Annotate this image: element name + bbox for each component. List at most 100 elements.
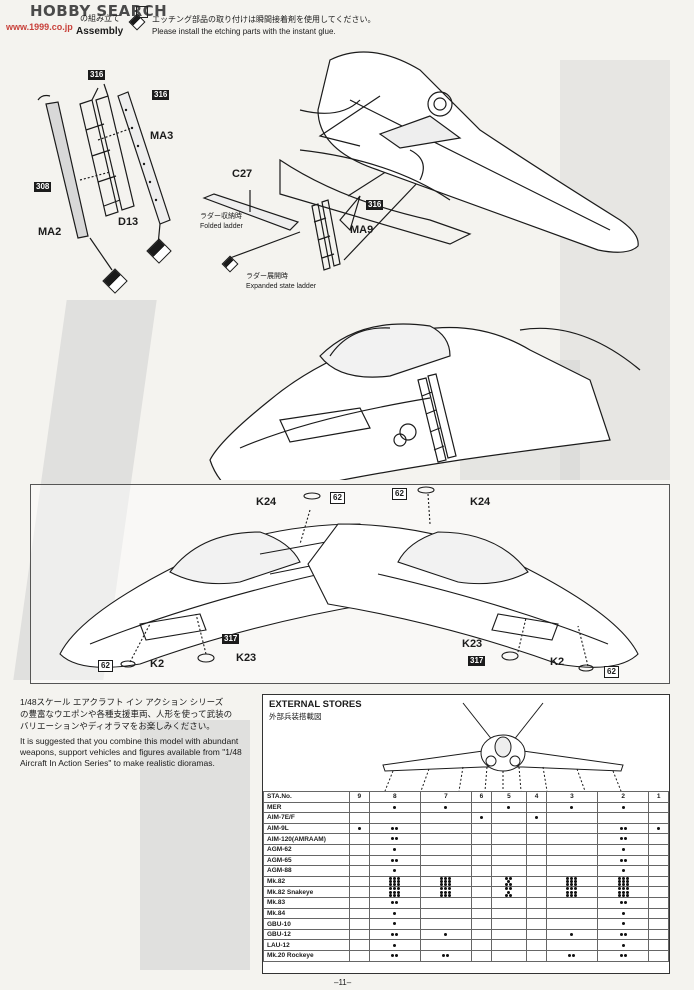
dot-marker xyxy=(397,879,401,883)
dot-marker xyxy=(395,932,399,936)
store-cell xyxy=(349,907,370,920)
station-4: 4 xyxy=(526,791,547,803)
dot-marker xyxy=(393,848,397,852)
dot-marker xyxy=(444,876,448,880)
label-k23-right: K23 xyxy=(462,638,483,650)
stores-row: Mk.82 Snakeye xyxy=(263,886,669,899)
store-cell xyxy=(490,928,528,941)
dot-marker xyxy=(444,890,448,894)
store-cell xyxy=(526,854,547,867)
store-cell xyxy=(368,801,421,814)
store-cell xyxy=(545,875,599,888)
stores-row: AGM-88 xyxy=(263,865,669,877)
store-cell xyxy=(526,875,547,888)
stores-row: AGM-65 xyxy=(263,854,669,867)
store-cell xyxy=(368,833,421,845)
page-number: –11– xyxy=(334,978,352,987)
sta-label: STA.No. xyxy=(263,791,350,803)
dot-marker xyxy=(621,893,625,897)
store-cell xyxy=(597,950,650,962)
store-cell xyxy=(648,886,669,899)
store-cell xyxy=(349,801,370,814)
dot-marker xyxy=(448,879,452,883)
step-title-jp: の組み立て xyxy=(80,14,120,23)
store-cell xyxy=(490,812,528,824)
store-cell xyxy=(471,833,492,845)
dot-marker xyxy=(395,826,399,830)
notice-en: Please install the etching parts with th… xyxy=(152,27,336,36)
label-c27: C27 xyxy=(232,168,253,180)
stores-row: AIM-120(AMRAAM) xyxy=(263,833,669,845)
store-cell xyxy=(368,854,421,867)
dot-marker xyxy=(440,876,444,880)
store-cell xyxy=(368,907,421,920)
dot-marker xyxy=(446,954,450,958)
store-cell xyxy=(349,939,370,952)
store-cell xyxy=(349,918,370,930)
dot-marker xyxy=(625,890,629,894)
stores-row: Mk.20 Rockeye xyxy=(263,950,669,962)
store-cell xyxy=(368,865,421,877)
dot-marker xyxy=(397,876,401,880)
store-cell xyxy=(368,812,421,824)
dot-marker xyxy=(440,887,444,891)
label-ma9: MA9 xyxy=(350,224,374,236)
expanded-ladder-jp: ラダー展開時 xyxy=(246,273,288,280)
store-cell xyxy=(648,801,669,814)
store-cell xyxy=(597,801,650,814)
store-name: Mk.82 Snakeye xyxy=(263,886,350,899)
store-cell xyxy=(526,897,547,909)
store-cell xyxy=(419,875,473,888)
dot-marker xyxy=(621,805,625,809)
store-cell xyxy=(419,833,473,845)
station-7: 7 xyxy=(419,791,473,803)
dot-marker xyxy=(393,922,397,926)
store-cell xyxy=(471,854,492,867)
dot-marker xyxy=(389,887,393,891)
label-d13: D13 xyxy=(118,216,139,228)
store-cell xyxy=(597,843,650,856)
store-cell xyxy=(419,822,473,835)
store-cell xyxy=(349,833,370,845)
store-name: Mk.82 xyxy=(263,875,350,888)
store-name: Mk.83 xyxy=(263,897,350,909)
store-cell xyxy=(349,843,370,856)
store-name: Mk.20 Rockeye xyxy=(263,950,350,962)
dot-marker xyxy=(570,893,574,897)
store-name: GBU-12 xyxy=(263,928,350,941)
store-cell xyxy=(545,939,599,952)
dot-marker xyxy=(625,883,629,887)
dot-marker xyxy=(574,887,578,891)
store-cell xyxy=(648,822,669,835)
notice-jp: エッチング部品の取り付けは瞬間接着剤を使用してください。 xyxy=(152,15,376,24)
store-cell xyxy=(526,833,547,845)
dot-marker xyxy=(566,887,570,891)
bleed-shape-2 xyxy=(140,720,250,970)
dot-marker xyxy=(623,901,627,905)
dot-marker xyxy=(566,893,570,897)
dot-marker xyxy=(397,893,401,897)
store-cell xyxy=(368,918,421,930)
store-cell xyxy=(545,897,599,909)
dot-marker xyxy=(574,879,578,883)
part-317-left: 317 xyxy=(222,634,240,644)
dot-marker xyxy=(440,879,444,883)
store-cell xyxy=(648,918,669,930)
store-cell xyxy=(490,822,528,835)
store-name: AIM-7E/F xyxy=(263,812,350,824)
dot-marker xyxy=(393,943,397,947)
store-cell xyxy=(349,875,370,888)
store-cell xyxy=(471,939,492,952)
dot-marker xyxy=(444,887,448,891)
dot-marker xyxy=(505,893,509,897)
store-cell xyxy=(545,950,599,962)
store-cell xyxy=(648,928,669,941)
nose-detail-illustration xyxy=(59,486,639,672)
aircraft-top-view-icon xyxy=(382,702,624,791)
dot-marker xyxy=(444,805,448,809)
dot-marker xyxy=(621,876,625,880)
store-name: AGM-62 xyxy=(263,843,350,856)
store-cell xyxy=(471,812,492,824)
dot-marker xyxy=(389,890,393,894)
dot-marker xyxy=(657,826,661,830)
